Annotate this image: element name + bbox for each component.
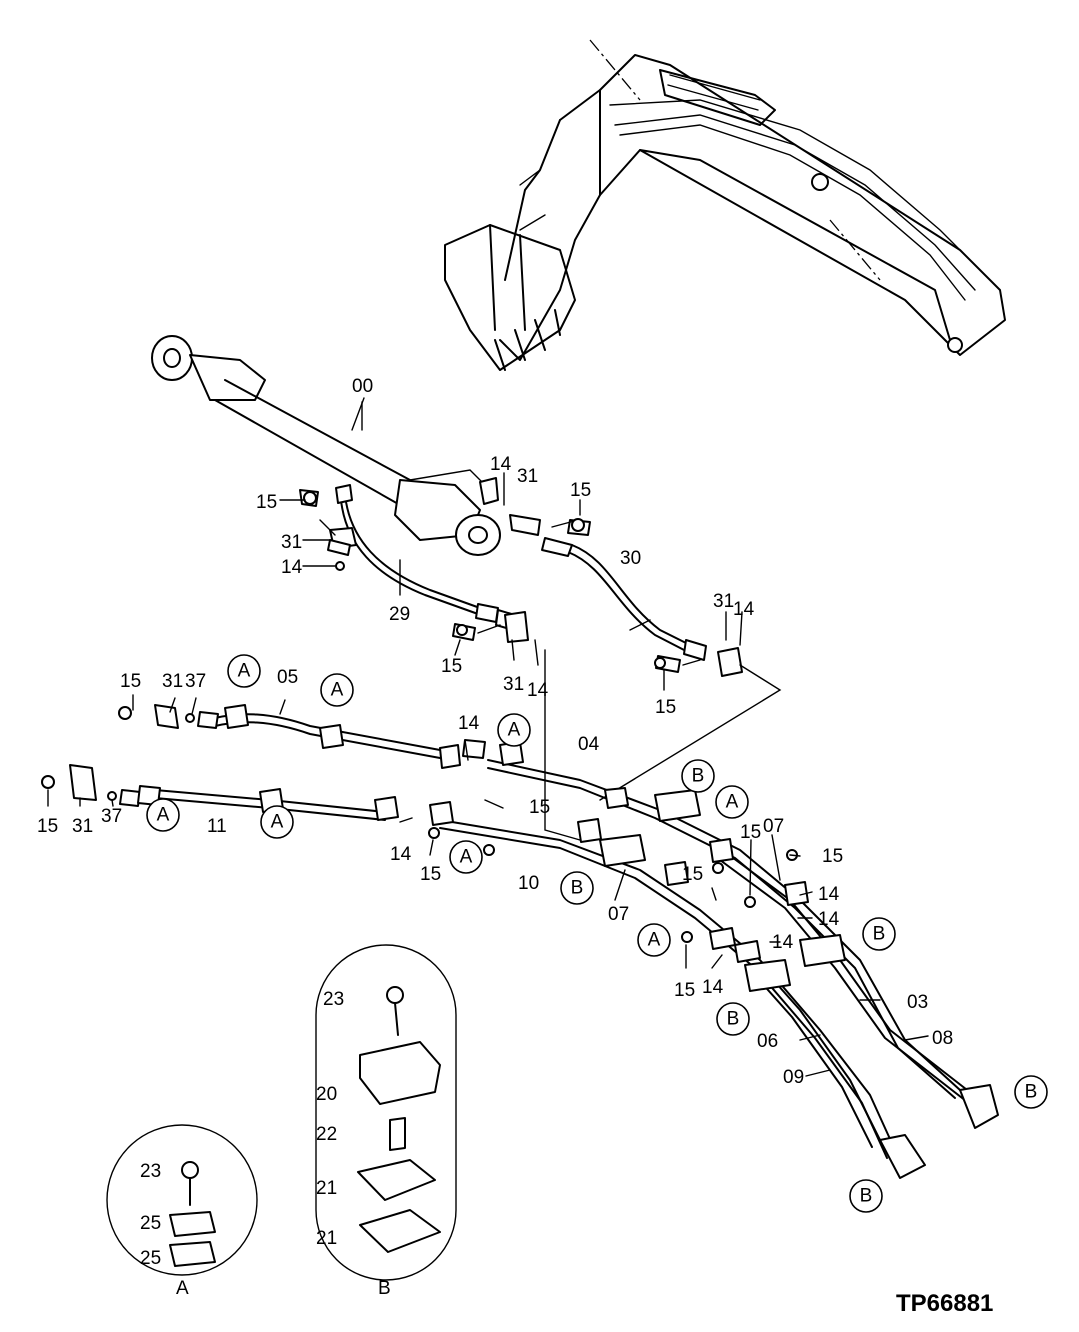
excavator-arm-illustration [444,39,1006,371]
svg-text:A: A [508,720,521,741]
svg-text:A: A [726,792,739,813]
detail-b-label-22: 22 [316,1124,337,1145]
callout-14-e: 14 [458,713,480,734]
detail-b-label-20: 20 [316,1084,337,1105]
callout-15-a: 15 [570,480,591,501]
detail-a-label-23: 23 [140,1161,161,1182]
callout-06: 06 [757,1031,778,1052]
callout-15-c: 15 [441,656,462,677]
ref-marker-b-1: B [681,759,715,793]
callout-14-b: 14 [281,557,303,578]
callout-31-c: 31 [713,591,734,612]
callout-14-a: 14 [490,454,512,475]
svg-text:B: B [860,1186,873,1207]
ref-marker-b-6: B [849,1179,883,1213]
svg-text:B: B [727,1009,740,1030]
svg-text:A: A [460,847,473,868]
ref-marker-a-2: A [320,673,354,707]
callout-15-f: 15 [529,797,550,818]
callout-37-a: 37 [185,671,206,692]
callout-15-k: 15 [682,864,703,885]
callout-31-a: 31 [517,466,538,487]
svg-text:B: B [873,924,886,945]
hoses [335,484,707,661]
svg-text:A: A [238,661,251,682]
ref-marker-a-1: A [227,654,261,688]
svg-text:A: A [157,805,170,826]
callout-30: 30 [620,548,641,569]
detail-a-label-25-top: 25 [140,1213,161,1234]
part-callouts: 00 14 31 15 15 31 14 30 29 31 14 15 31 1… [37,376,953,1088]
ref-marker-a-7: A [715,785,749,819]
callout-15-j: 15 [822,846,843,867]
ref-marker-b-2: B [560,871,594,905]
callout-14-j: 14 [702,977,724,998]
callout-14-f: 14 [390,844,412,865]
clamps-b [224,704,846,992]
callout-14-i: 14 [772,932,794,953]
callout-08: 08 [932,1028,953,1049]
ref-marker-a-5: A [260,805,294,839]
ref-marker-b-3: B [862,917,896,951]
detail-b-label-21-top: 21 [316,1178,337,1199]
callout-10: 10 [518,873,539,894]
callout-14-c: 14 [733,599,755,620]
detail-b: 23 20 22 21 21 B [315,944,457,1299]
callout-31-f: 31 [72,816,93,837]
callout-11: 11 [207,816,227,837]
hydraulic-cylinder [151,335,501,556]
svg-text:B: B [1025,1082,1038,1103]
ref-marker-b-4: B [716,1002,750,1036]
ref-marker-a-4: A [146,798,180,832]
ref-marker-a-3: A [497,713,531,747]
callout-15-l: 15 [674,980,695,1001]
drawing-reference-number: TP66881 [896,1290,993,1317]
callout-04: 04 [578,734,600,755]
callout-29: 29 [389,604,410,625]
callout-15-e: 15 [120,671,141,692]
callout-15-g: 15 [37,816,58,837]
detail-a-caption: A [176,1278,189,1299]
callout-31-d: 31 [503,674,524,695]
callout-15-d: 15 [655,697,676,718]
callout-14-g: 14 [818,884,840,905]
callout-07-a: 07 [763,816,784,837]
callout-14-h: 14 [818,909,840,930]
svg-text:A: A [271,812,284,833]
leader-lines [47,401,929,1077]
callout-15-h: 15 [420,864,441,885]
svg-text:B: B [692,766,705,787]
callout-31-b: 31 [281,532,302,553]
callout-15-b: 15 [256,492,277,513]
callout-37-b: 37 [101,806,122,827]
detail-b-caption: B [378,1278,391,1299]
callout-05: 05 [277,667,298,688]
ref-marker-a-6: A [449,840,483,874]
callout-14-d: 14 [527,680,549,701]
ref-marker-a-8: A [637,923,671,957]
svg-text:A: A [331,680,344,701]
ref-marker-b-5: B [1014,1075,1048,1109]
callout-09: 09 [783,1067,804,1088]
callout-07-b: 07 [608,904,629,925]
detail-b-label-23: 23 [323,989,344,1010]
fittings [299,489,743,677]
detail-a-label-25-bottom: 25 [140,1248,161,1269]
callout-31-e: 31 [162,671,183,692]
pipe-lines [154,649,999,1179]
svg-text:A: A [648,930,661,951]
end-fittings [41,491,798,943]
detail-a: 23 25 25 A [106,1124,258,1299]
callout-00: 00 [352,376,373,397]
svg-text:B: B [571,878,584,899]
detail-b-label-21-bottom: 21 [316,1228,337,1249]
callout-03: 03 [907,992,928,1013]
callout-15-i: 15 [740,822,761,843]
